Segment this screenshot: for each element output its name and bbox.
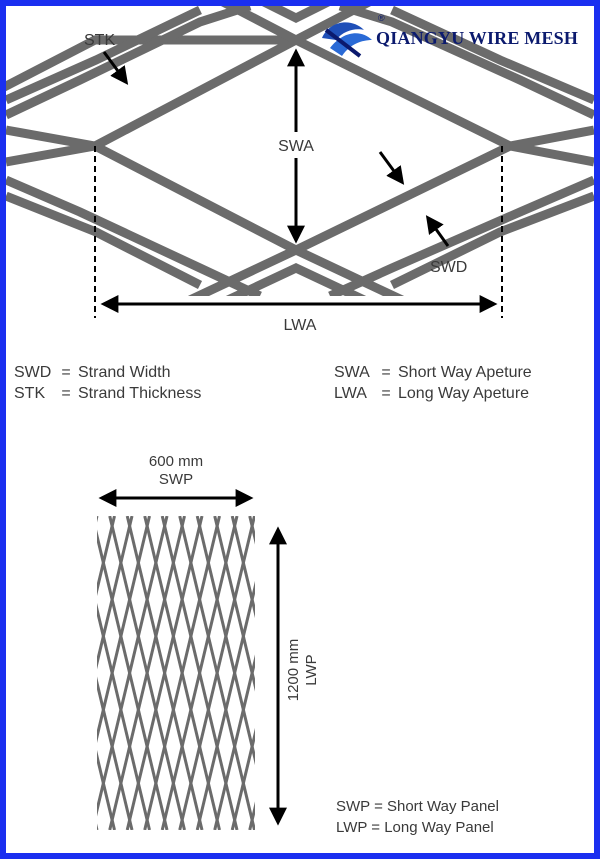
legend-eq: = <box>61 364 71 381</box>
panel-strand <box>160 516 239 830</box>
panel-strand <box>97 516 116 596</box>
panel-width-value: 600 mm <box>149 453 203 470</box>
panel-height-label: LWP <box>303 654 320 685</box>
panel-legend-swp: SWP = Short Way Panel <box>336 798 499 815</box>
legend-key: SWA <box>334 364 370 381</box>
legend-key: STK <box>14 385 46 402</box>
stk-pointer <box>102 51 129 85</box>
panel-mesh <box>97 516 255 830</box>
panel-strand <box>97 750 116 830</box>
panel-strand <box>143 516 221 830</box>
swa-label: SWA <box>278 138 314 155</box>
panel-strand <box>97 603 151 830</box>
registered-mark: ® <box>378 13 385 23</box>
swd-pointer-upper <box>378 151 405 185</box>
panel-strand <box>97 529 169 830</box>
panel-strand <box>97 516 99 523</box>
legend-key: SWD <box>14 364 52 381</box>
legend-row-stk: STK = Strand Thickness <box>14 385 201 403</box>
panel-legend-lwp: LWP = Long Way Panel <box>336 819 494 836</box>
stk-label: STK <box>84 32 115 49</box>
panel-strand <box>108 516 186 830</box>
panel-strand <box>97 516 134 670</box>
legend-eq: = <box>381 385 391 402</box>
panel-strand <box>97 823 99 830</box>
panel-strand <box>195 516 255 766</box>
panel-strand <box>97 676 134 830</box>
panel-strand <box>178 516 255 830</box>
panel-width-label: SWP <box>159 471 193 488</box>
legend-row-lwa: LWA = Long Way Apeture <box>334 385 529 403</box>
legend-eq: = <box>381 364 391 381</box>
swd-pointer-lower <box>425 215 450 247</box>
legend-desc: Strand Thickness <box>78 385 202 402</box>
panel-height-value: 1200 mm <box>285 639 302 702</box>
brand-name: QIANGYU WIRE MESH <box>376 28 579 48</box>
legend-desc: Strand Width <box>78 364 171 381</box>
legend-row-swd: SWD = Strand Width <box>14 364 170 382</box>
lwa-label: LWA <box>284 317 317 334</box>
mesh-strands <box>6 6 594 296</box>
panel-strand <box>230 727 255 830</box>
legend-eq: = <box>61 385 71 402</box>
legend-key: LWA <box>334 385 367 402</box>
swd-label: SWD <box>430 259 467 276</box>
legend-desc: Short Way Apeture <box>398 364 532 381</box>
panel-strand <box>230 516 255 619</box>
qiangyu-logo-icon <box>322 22 372 58</box>
legend-desc: Long Way Apeture <box>398 385 530 402</box>
legend-row-swa: SWA = Short Way Apeture <box>334 364 532 382</box>
swa-label-bg <box>270 132 322 158</box>
panel-strand <box>125 516 204 830</box>
panel-strand <box>213 516 255 692</box>
